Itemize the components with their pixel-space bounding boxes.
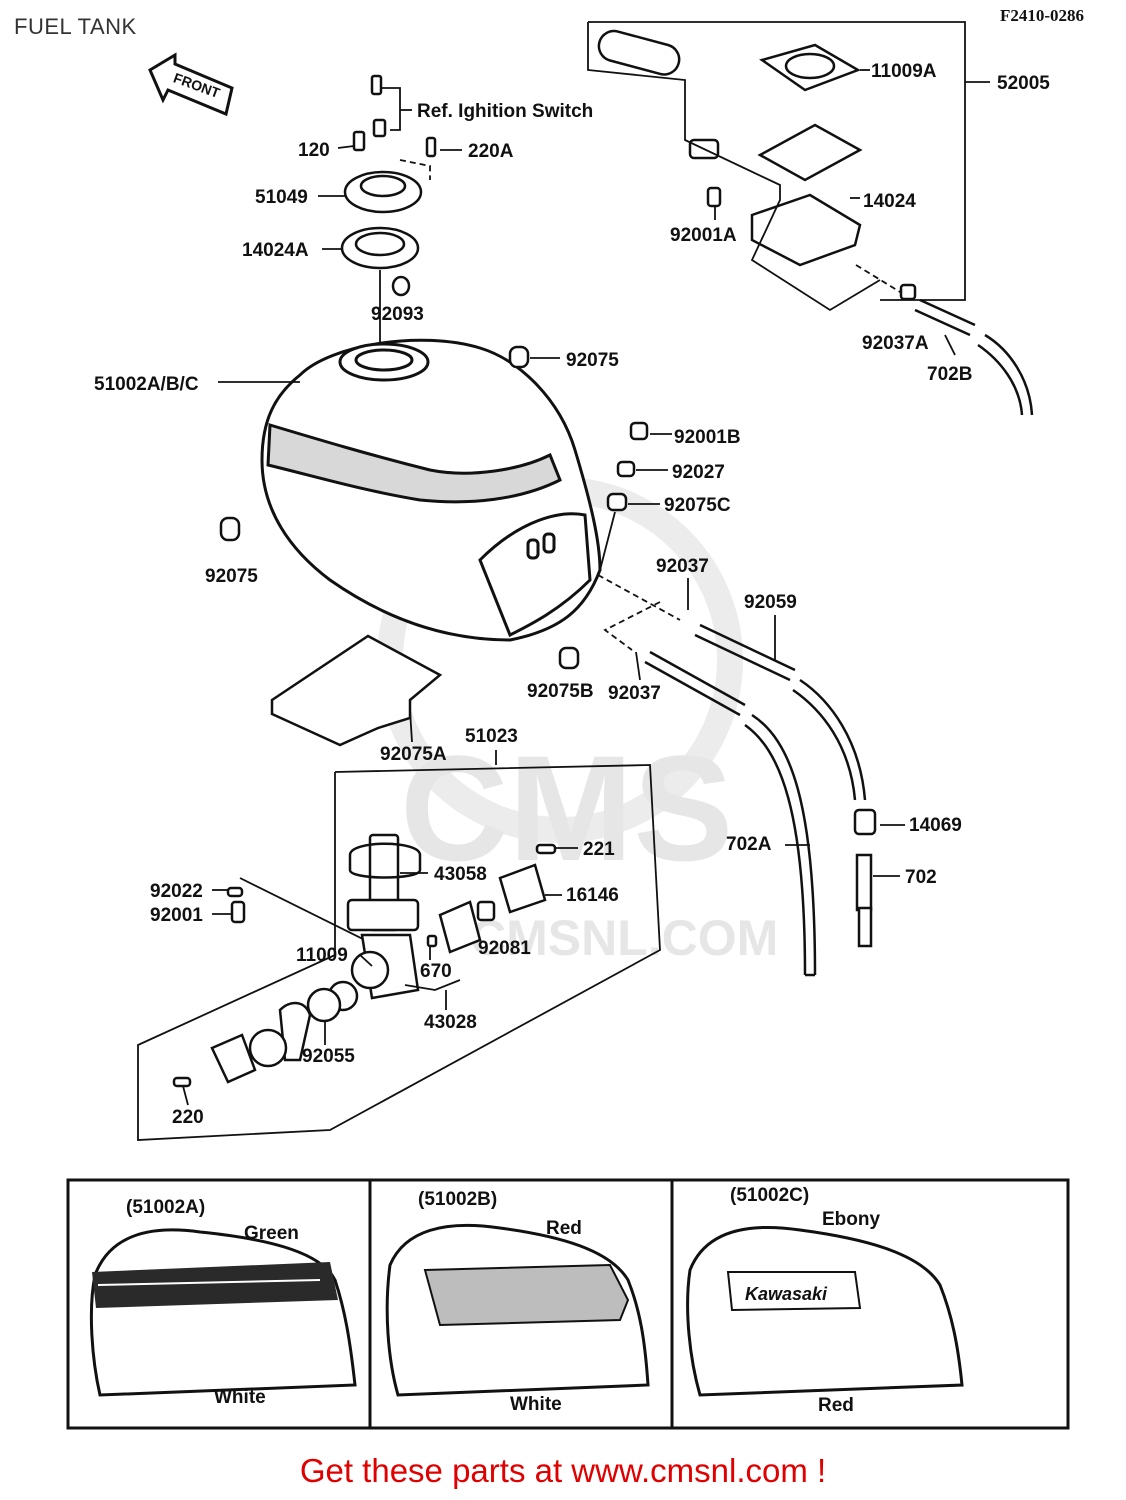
callout-92075B: 92075B xyxy=(527,681,594,702)
callout-92037-lower: 92037 xyxy=(608,683,661,704)
variant-a-lower-color: White xyxy=(214,1387,266,1408)
fuel-tap-parts xyxy=(172,833,557,1088)
callout-92059: 92059 xyxy=(744,592,797,613)
callout-702: 702 xyxy=(905,867,937,888)
callout-11009A: 11009A xyxy=(871,61,937,82)
callout-670: 670 xyxy=(420,961,452,982)
callout-92022: 92022 xyxy=(150,881,203,902)
callout-702B: 702B xyxy=(927,364,972,385)
callout-92075A: 92075A xyxy=(380,744,447,765)
callout-51049: 51049 xyxy=(255,187,308,208)
variant-a-code: (51002A) xyxy=(126,1197,205,1218)
watermark-site: CMSNL.COM xyxy=(470,910,778,966)
callout-16146: 16146 xyxy=(566,885,619,906)
variant-b-upper-color: Red xyxy=(546,1218,582,1239)
callout-ref-ignition: Ref. Ighition Switch xyxy=(417,101,593,122)
callout-92001: 92001 xyxy=(150,905,203,926)
callout-92075-left: 92075 xyxy=(205,566,258,587)
variant-b-code: (51002B) xyxy=(418,1189,497,1210)
callout-92081: 92081 xyxy=(478,938,531,959)
callout-14024: 14024 xyxy=(863,191,916,212)
variant-c-lower-color: Red xyxy=(818,1395,854,1416)
callout-92001B: 92001B xyxy=(674,427,741,448)
variant-c-upper-color: Ebony xyxy=(822,1209,880,1230)
callout-14024A: 14024A xyxy=(242,240,309,261)
variant-b-lower-color: White xyxy=(510,1394,562,1415)
callout-220: 220 xyxy=(172,1107,204,1128)
callout-51002ABC: 51002A/B/C xyxy=(94,374,199,395)
fuel-cap-assembly xyxy=(340,74,437,297)
callout-labels: Ref. Ighition Switch 120 220A 51049 1402… xyxy=(94,61,1050,1128)
fuel-pump-assembly xyxy=(597,29,863,267)
footer-link[interactable]: Get these parts at www.cmsnl.com ! xyxy=(299,1452,827,1489)
heat-insulator-pad xyxy=(270,634,443,747)
hose-leaders xyxy=(597,574,905,877)
callout-92037-upper: 92037 xyxy=(656,556,709,577)
variant-panel-b: (51002B) Red White xyxy=(385,1189,650,1415)
callout-92093: 92093 xyxy=(371,304,424,325)
variant-c-badge: Kawasaki xyxy=(745,1284,828,1304)
callout-92055: 92055 xyxy=(302,1046,355,1067)
variant-c-code: (51002C) xyxy=(730,1185,809,1206)
watermark-logo: CMS xyxy=(400,724,733,892)
callout-92075C: 92075C xyxy=(664,495,731,516)
variant-a-upper-color: Green xyxy=(244,1223,299,1244)
callout-52005: 52005 xyxy=(997,73,1050,94)
callout-92075-top: 92075 xyxy=(566,350,619,371)
callout-220A: 220A xyxy=(468,141,514,162)
fuel-tank-body xyxy=(260,338,602,642)
callout-92001A: 92001A xyxy=(670,225,737,246)
callout-14069: 14069 xyxy=(909,815,962,836)
callout-702A: 702A xyxy=(726,834,772,855)
fuel-cap-leaders xyxy=(318,87,462,355)
fuel-hose-702b xyxy=(899,283,1034,416)
callout-51023: 51023 xyxy=(465,726,518,747)
color-variants-table: (51002A) Green White (51002B) Red White … xyxy=(66,1178,1070,1430)
callout-11009: 11009 xyxy=(296,945,348,966)
front-arrow-icon: FRONT xyxy=(148,52,234,117)
variant-panel-c: Kawasaki (51002C) Ebony Red xyxy=(686,1185,964,1416)
diagram-code: F2410-0286 xyxy=(999,6,1084,25)
callout-43058: 43058 xyxy=(434,864,487,885)
variant-panel-a: (51002A) Green White xyxy=(89,1197,357,1408)
callout-43028: 43028 xyxy=(424,1012,477,1033)
page-title: FUEL TANK xyxy=(14,14,137,39)
callout-120: 120 xyxy=(298,140,330,161)
callout-221: 221 xyxy=(583,839,615,860)
rubber-dampers xyxy=(219,345,649,670)
callout-92037A: 92037A xyxy=(862,333,929,354)
tank-leaders xyxy=(530,357,672,571)
callout-92027: 92027 xyxy=(672,462,725,483)
fuel-hoses xyxy=(644,623,877,977)
fuel-tap-leaders xyxy=(182,847,578,1106)
